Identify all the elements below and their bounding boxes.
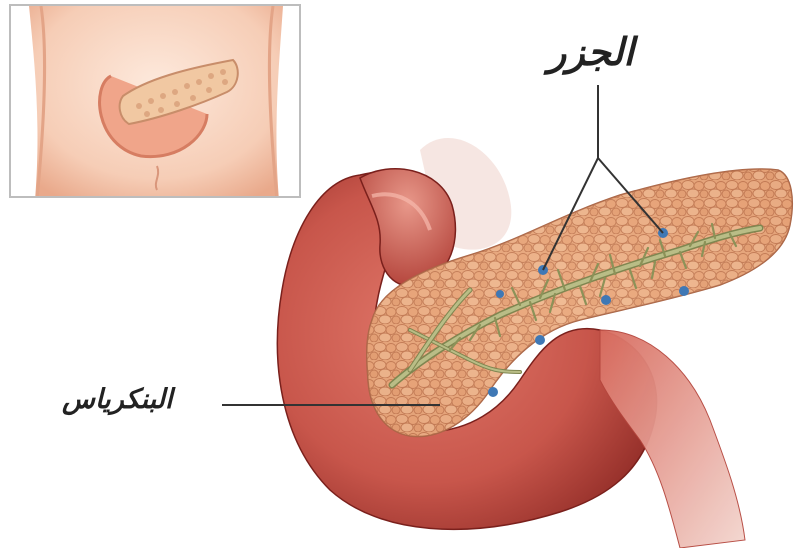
islet-dot-icon — [496, 290, 504, 298]
islet-dot-icon — [679, 286, 689, 296]
islet-dot-icon — [488, 387, 498, 397]
pancreas-label: البنكرياس — [62, 384, 173, 415]
islet-dot-icon — [535, 335, 545, 345]
islets-label: الجزر — [548, 30, 634, 74]
islet-dot-icon — [601, 295, 611, 305]
